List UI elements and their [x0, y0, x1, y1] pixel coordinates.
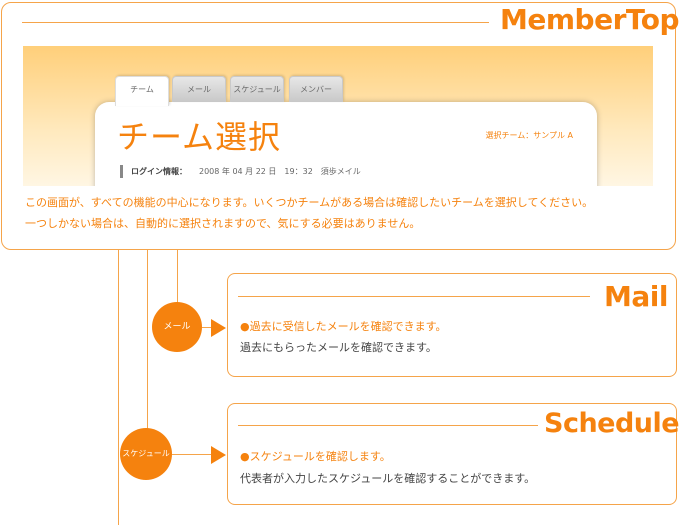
mail-title: Mail [604, 280, 668, 313]
schedule-arrow-line [172, 454, 214, 455]
membertop-title-rule [22, 22, 489, 23]
tab-mail-item[interactable]: メール [172, 76, 226, 102]
page-title: チーム選択 [117, 118, 282, 156]
tab-member-item[interactable]: メンバー [289, 76, 343, 102]
schedule-text: 代表者が入力したスケジュールを確認することができます。 [240, 472, 536, 485]
connector-mail [177, 250, 178, 303]
mail-headline: ●過去に受信したメールを確認できます。 [240, 320, 447, 333]
connector-schedule [147, 250, 148, 430]
login-label: ログイン情報： [131, 167, 187, 176]
schedule-panel [227, 403, 677, 505]
selected-team: 選択チーム：サンプル A [485, 131, 573, 140]
schedule-headline: ●スケジュールを確認します。 [240, 450, 391, 463]
team-select-card: チーム選択 選択チーム：サンプル A ログイン情報： 2008 年 04 月 2… [95, 102, 597, 186]
tab-team-active[interactable]: チーム [115, 76, 169, 106]
mail-text: 過去にもらったメールを確認できます。 [240, 341, 437, 354]
membertop-screenshot: チーム選択 選択チーム：サンプル A ログイン情報： 2008 年 04 月 2… [23, 46, 653, 186]
mail-panel [227, 273, 677, 377]
schedule-title: Schedule [544, 408, 680, 439]
schedule-title-rule [238, 425, 538, 426]
mail-arrow-icon [211, 319, 226, 337]
mail-circle: メール [152, 302, 202, 352]
login-info: 2008 年 04 月 22 日 19：32 須歩メイル [199, 167, 361, 176]
login-marker [120, 165, 123, 178]
membertop-title: MemberTop [500, 3, 680, 36]
mail-title-rule [238, 296, 590, 297]
tab-schedule-item[interactable]: スケジュール [230, 76, 284, 102]
schedule-arrow-icon [211, 446, 226, 464]
mail-arrow-line [202, 327, 214, 328]
connector-main [118, 250, 119, 525]
schedule-circle: スケジュール [120, 428, 172, 480]
description-line-2: 一つしかない場合は、自動的に選択されますので、気にする必要はありません。 [25, 217, 421, 230]
description-line-1: この画面が、すべての機能の中心になります。いくつかチームがある場合は確認したいチ… [25, 196, 594, 209]
